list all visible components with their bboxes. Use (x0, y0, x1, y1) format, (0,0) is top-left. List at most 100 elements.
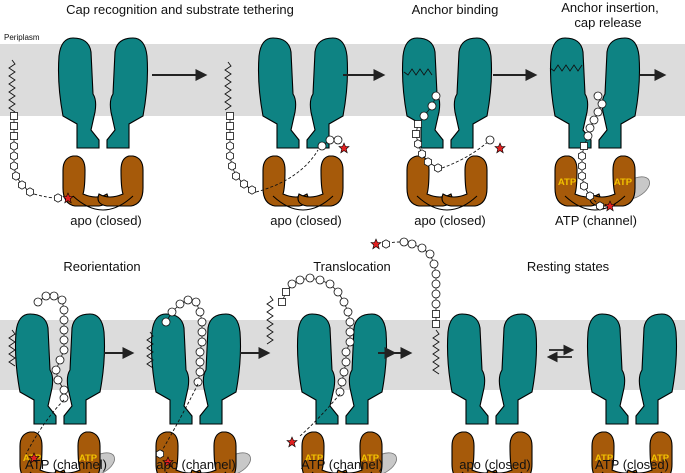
sugar-unit (333, 135, 343, 145)
cap-star-icon (286, 436, 298, 448)
sugar-unit (226, 122, 234, 130)
periplasm-label: Periplasm (4, 33, 40, 42)
stage-translocation: Translocation (313, 259, 391, 274)
sugar-unit (431, 91, 441, 101)
sugar-unit (339, 297, 349, 307)
sugar-unit (597, 99, 607, 109)
sugar-unit (55, 355, 65, 365)
atp-label: ATP (558, 177, 577, 188)
sugar-unit (593, 91, 603, 101)
cap-linker (25, 399, 65, 455)
sugar-unit (226, 132, 234, 140)
sugar-unit (382, 239, 390, 249)
sugar-unit (432, 320, 440, 328)
cap-linker (299, 393, 341, 437)
lipid-anchor (8, 59, 16, 113)
sugar-unit (51, 365, 61, 375)
sugar-unit (337, 377, 347, 387)
sugar-unit (586, 191, 594, 201)
nucleotide-binding-domains (262, 155, 344, 211)
sugar-unit (432, 310, 440, 318)
sugar-unit (345, 327, 355, 337)
sugar-unit (345, 337, 355, 347)
sugar-unit (578, 161, 586, 171)
sugar-unit (10, 132, 18, 140)
sugar-unit (325, 135, 335, 145)
sugar-unit (434, 163, 442, 173)
cap-linker (255, 149, 319, 193)
sugar-unit (59, 315, 69, 325)
sugar-unit (589, 115, 599, 125)
sugar-unit (407, 239, 417, 249)
sugar-unit (10, 141, 18, 151)
nucleotide-binding-domains (406, 155, 488, 211)
sugar-unit (49, 291, 59, 301)
sugar-unit (240, 179, 248, 189)
lipid-anchor (403, 68, 433, 76)
sugar-unit (175, 299, 185, 309)
sugar-unit (33, 297, 43, 307)
stage-anchor-insertion-line2: cap release (574, 15, 641, 30)
sugar-unit (59, 335, 69, 345)
sugar-unit (41, 291, 51, 301)
sugar-unit (195, 347, 205, 357)
sugar-unit (156, 449, 164, 459)
atp-label: ATP (614, 177, 633, 188)
sugar-unit (193, 377, 203, 387)
cap-star-icon (494, 142, 506, 154)
state-label-p6: apo (channel) (156, 457, 236, 472)
sugar-unit (418, 149, 426, 159)
transporter-p6 (150, 313, 251, 473)
sugar-unit (412, 130, 420, 138)
transporter-p9: ATP ATP (586, 313, 678, 473)
sugar-unit (10, 151, 18, 161)
lipid-anchor (146, 331, 154, 369)
sugar-unit (315, 275, 325, 285)
sugar-unit (341, 357, 351, 367)
atp-label: ATP (651, 453, 670, 464)
state-label-p4: ATP (channel) (555, 213, 637, 228)
sugar-unit (226, 112, 234, 120)
sugar-unit (26, 187, 34, 197)
sugar-unit (424, 157, 432, 167)
sugar-unit (431, 269, 441, 279)
sugar-unit (10, 112, 18, 120)
sugar-unit (197, 327, 207, 337)
sugar-unit (161, 317, 171, 327)
sugar-unit (431, 299, 441, 309)
sugar-unit (57, 295, 67, 305)
sugar-unit (232, 171, 240, 181)
sugar-unit (226, 141, 234, 151)
sugar-unit (195, 357, 205, 367)
sugar-unit (197, 317, 207, 327)
sugar-unit (18, 180, 26, 190)
state-label-p8: apo (closed) (459, 457, 531, 472)
sugar-unit (414, 120, 422, 128)
stage-cap-recognition: Cap recognition and substrate tethering (66, 2, 294, 17)
atp-label: ATP (361, 453, 380, 464)
sugar-unit (339, 367, 349, 377)
state-label-p1: apo (closed) (70, 213, 142, 228)
sugar-unit (287, 279, 297, 289)
sugar-unit (305, 273, 315, 283)
sugar-unit (278, 298, 286, 306)
sugar-unit (228, 161, 236, 171)
lipid-anchor (432, 329, 440, 375)
sugar-unit (399, 237, 409, 247)
sugar-unit (53, 375, 63, 385)
cap-linker (441, 139, 491, 169)
sugar-unit (282, 288, 290, 296)
sugar-unit (333, 287, 343, 297)
sugar-unit (335, 387, 345, 397)
sugar-unit (429, 259, 439, 269)
atp-label: ATP (595, 453, 614, 464)
state-label-p9: ATP (closed) (595, 457, 669, 472)
transporter-p4: ATP ATP (549, 37, 650, 211)
stage-reorientation: Reorientation (63, 259, 140, 274)
sugar-unit (419, 111, 429, 121)
sugar-unit (427, 101, 437, 111)
sugar-unit (183, 295, 193, 305)
sugar-unit (580, 142, 588, 150)
